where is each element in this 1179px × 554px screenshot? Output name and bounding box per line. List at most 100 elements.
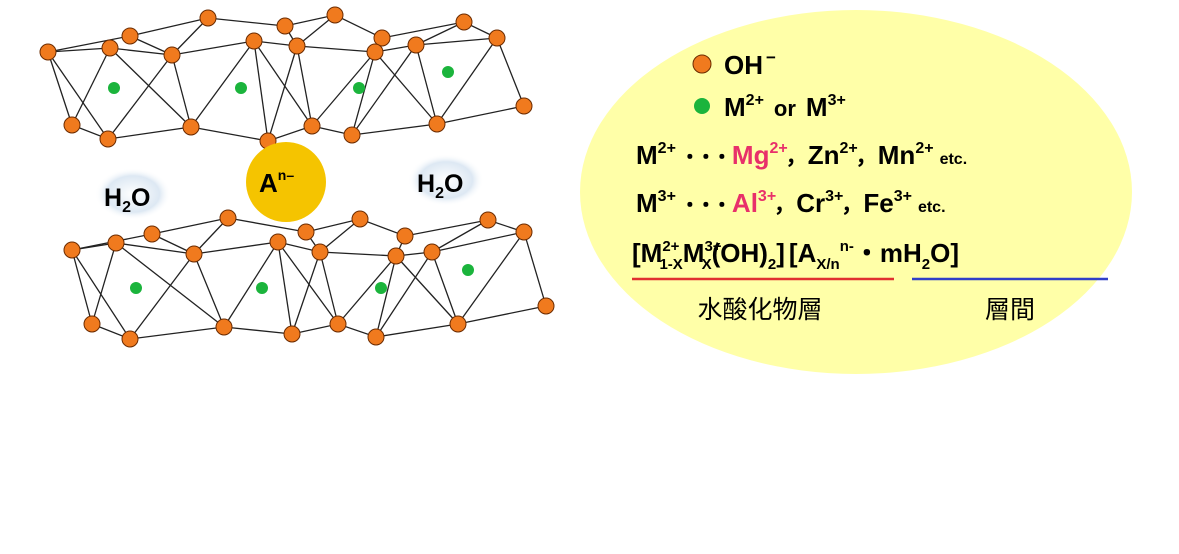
- interlayer-label: 層間: [985, 295, 1035, 324]
- interlayer-water-right: H2O: [408, 154, 484, 206]
- metal-cation-node: [235, 82, 247, 94]
- metal-cation-node: [353, 82, 365, 94]
- f-mh: ・mH: [854, 238, 922, 268]
- water-right-sub: 2: [435, 185, 444, 202]
- water-left-sub: 2: [122, 199, 131, 216]
- metal-cation-node: [108, 82, 120, 94]
- f-o-close: O]: [930, 238, 959, 268]
- metal-cation-node: [130, 282, 142, 294]
- m2-dots: ・・・: [680, 147, 728, 169]
- m2-zn-charge: 2+: [840, 140, 858, 157]
- legend-oh-marker: [692, 54, 712, 74]
- divalent-examples: M2+・・・Mg2+，Zn2+，Mn2+etc.: [636, 140, 967, 170]
- hydroxide-oxygen-node: [63, 116, 81, 134]
- hydroxide-oxygen-node: [311, 243, 329, 261]
- hydroxide-oxygen-node: [121, 330, 139, 348]
- f-close1: ]: [776, 238, 785, 268]
- hydroxide-oxygen-node: [329, 315, 347, 333]
- m3-sep2: ，: [841, 192, 863, 217]
- hydroxide-oxygen-node: [428, 115, 446, 133]
- legend-or: or: [774, 96, 796, 121]
- hydroxide-oxygen-node: [396, 227, 414, 245]
- f-bracket-m: [M: [632, 238, 662, 268]
- metal-cation-node: [375, 282, 387, 294]
- hydroxide-oxygen-node: [215, 318, 233, 336]
- water-left-h: H: [104, 184, 122, 212]
- hydroxide-oxygen-node: [83, 315, 101, 333]
- hydroxide-oxygen-node: [245, 32, 263, 50]
- m3-sep1: ，: [774, 192, 796, 217]
- f-n-charge: n-: [840, 238, 854, 255]
- hydroxide-oxygen-node: [387, 247, 405, 265]
- f-m3-charge: 3+: [704, 238, 721, 255]
- hydroxide-oxygen-node: [303, 117, 321, 135]
- trivalent-examples: M3+・・・Al3+，Cr3+，Fe3+etc.: [636, 188, 946, 218]
- hydroxide-oxygen-node: [515, 97, 533, 115]
- hydroxide-oxygen-node: [423, 243, 441, 261]
- legend-m3-charge: 3+: [828, 92, 846, 109]
- m3-cr: Cr: [796, 188, 825, 218]
- legend-oh-text: OH: [724, 50, 763, 80]
- m2-sep1: ，: [786, 144, 808, 169]
- m2-mn-charge: 2+: [915, 140, 933, 157]
- hydroxide-oxygen-node: [199, 9, 217, 27]
- m3-al: Al: [732, 188, 758, 218]
- hydroxide-oxygen-node: [101, 39, 119, 57]
- m3-dots: ・・・: [680, 195, 728, 217]
- hydroxide-oxygen-node: [288, 37, 306, 55]
- panel-ellipse: [580, 10, 1132, 374]
- anion-disc: [246, 142, 326, 222]
- legend-oh-charge: −: [766, 48, 776, 67]
- hydroxide-oxygen-node: [276, 17, 294, 35]
- hydroxide-oxygen-node: [515, 223, 533, 241]
- legend-metal-marker: [694, 98, 710, 114]
- hydroxide-oxygen-node: [366, 43, 384, 61]
- f-oh: (OH): [712, 238, 768, 268]
- hydroxide-oxygen-node: [407, 36, 425, 54]
- metal-cation-node: [442, 66, 454, 78]
- metal-cation-node: [462, 264, 474, 276]
- svg-text:H2O: H2O: [417, 170, 463, 202]
- svg-text:An–: An–: [259, 167, 294, 198]
- m2-zn: Zn: [808, 140, 840, 170]
- hydroxide-oxygen-node: [449, 315, 467, 333]
- m3-cr-charge: 3+: [825, 188, 843, 205]
- m3-head: M: [636, 188, 658, 218]
- anion-charge: n–: [278, 167, 295, 183]
- hydroxide-oxygen-node: [182, 118, 200, 136]
- svg-text:H2O: H2O: [104, 184, 150, 216]
- f-oh-sub: 2: [768, 256, 776, 273]
- legend-oh: OH−: [724, 48, 776, 80]
- hydroxide-oxygen-node: [39, 43, 57, 61]
- m3-etc: etc.: [918, 199, 946, 216]
- hydroxide-oxygen-node: [107, 234, 125, 252]
- legend-m2-charge: 2+: [746, 92, 764, 109]
- f-bracket-a: [A: [789, 238, 817, 268]
- hydroxide-oxygen-node: [373, 29, 391, 47]
- hydroxide-oxygen-node: [269, 233, 287, 251]
- general-formula: [M2+1-XM3+X(OH)2][AX/nn-・mH2O]: [632, 238, 959, 273]
- hydroxide-oxygen-node: [143, 225, 161, 243]
- water-right-h: H: [417, 170, 435, 198]
- hydroxide-oxygen-node: [63, 241, 81, 259]
- hydroxide-oxygen-node: [185, 245, 203, 263]
- hydroxide-oxygen-node: [99, 130, 117, 148]
- f-m2-charge: 2+: [662, 238, 679, 255]
- interlayer-water-left: H2O: [95, 168, 171, 220]
- m3-al-charge: 3+: [758, 188, 776, 205]
- hydroxide-oxygen-node: [537, 297, 555, 315]
- m3-fe: Fe: [863, 188, 893, 218]
- hydroxide-layer-label: 水酸化物層: [697, 295, 822, 324]
- hydroxide-oxygen-node: [283, 325, 301, 343]
- m2-head-charge: 2+: [658, 140, 676, 157]
- hydroxide-oxygen-node: [343, 126, 361, 144]
- hydroxide-oxygen-node: [326, 6, 344, 24]
- anion-a: A: [259, 168, 278, 198]
- f-x: X: [702, 256, 712, 273]
- m2-mg-charge: 2+: [769, 140, 787, 157]
- m2-head: M: [636, 140, 658, 170]
- water-right-o: O: [444, 170, 463, 198]
- hydroxide-oxygen-node: [297, 223, 315, 241]
